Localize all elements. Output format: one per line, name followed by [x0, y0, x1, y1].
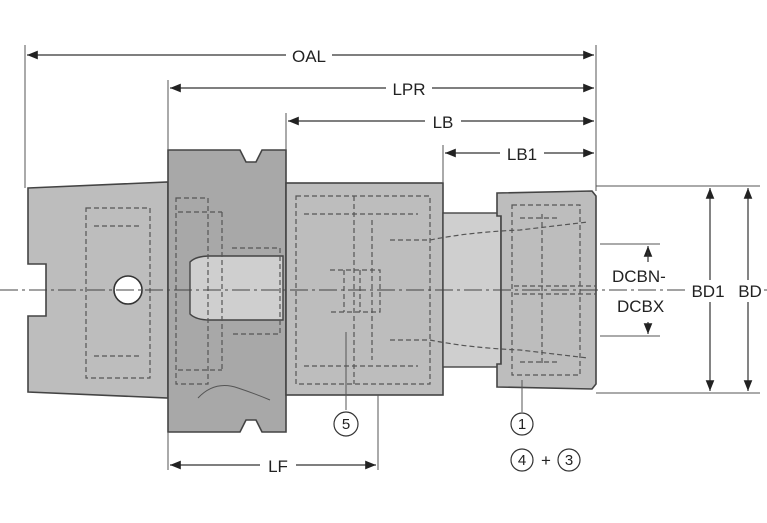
label-dcbx: DCBX: [617, 297, 664, 316]
flange-slot: [189, 255, 284, 321]
callout-3: 3: [565, 452, 573, 469]
callout-1: 1: [518, 416, 526, 433]
callout-3-circle: [557, 448, 581, 472]
label-lb1: LB1: [507, 145, 537, 164]
label-bd: BD: [738, 282, 762, 301]
callout-4-circle: [510, 448, 534, 472]
callout-5-circle: [333, 411, 359, 437]
label-bd1: BD1: [691, 282, 724, 301]
main-body: [285, 182, 444, 396]
dimension-labels: OAL LPR LB LB1 LF BD1 BD DCBN- DCBX: [260, 44, 764, 476]
hidden-lines: [85, 195, 596, 385]
label-lf: LF: [268, 457, 288, 476]
callout-5: 5: [342, 416, 350, 433]
label-lb: LB: [433, 113, 454, 132]
label-oal: OAL: [292, 47, 326, 66]
label-dcbn: DCBN-: [612, 267, 666, 286]
label-lpr: LPR: [392, 80, 425, 99]
callouts: 5 1 4 + 3: [333, 332, 581, 472]
callout-1-circle: [510, 412, 534, 436]
callout-plus: +: [541, 451, 551, 470]
toolholder-body: [27, 149, 597, 433]
callout-4: 4: [518, 452, 526, 469]
extension-lines: [24, 45, 760, 470]
